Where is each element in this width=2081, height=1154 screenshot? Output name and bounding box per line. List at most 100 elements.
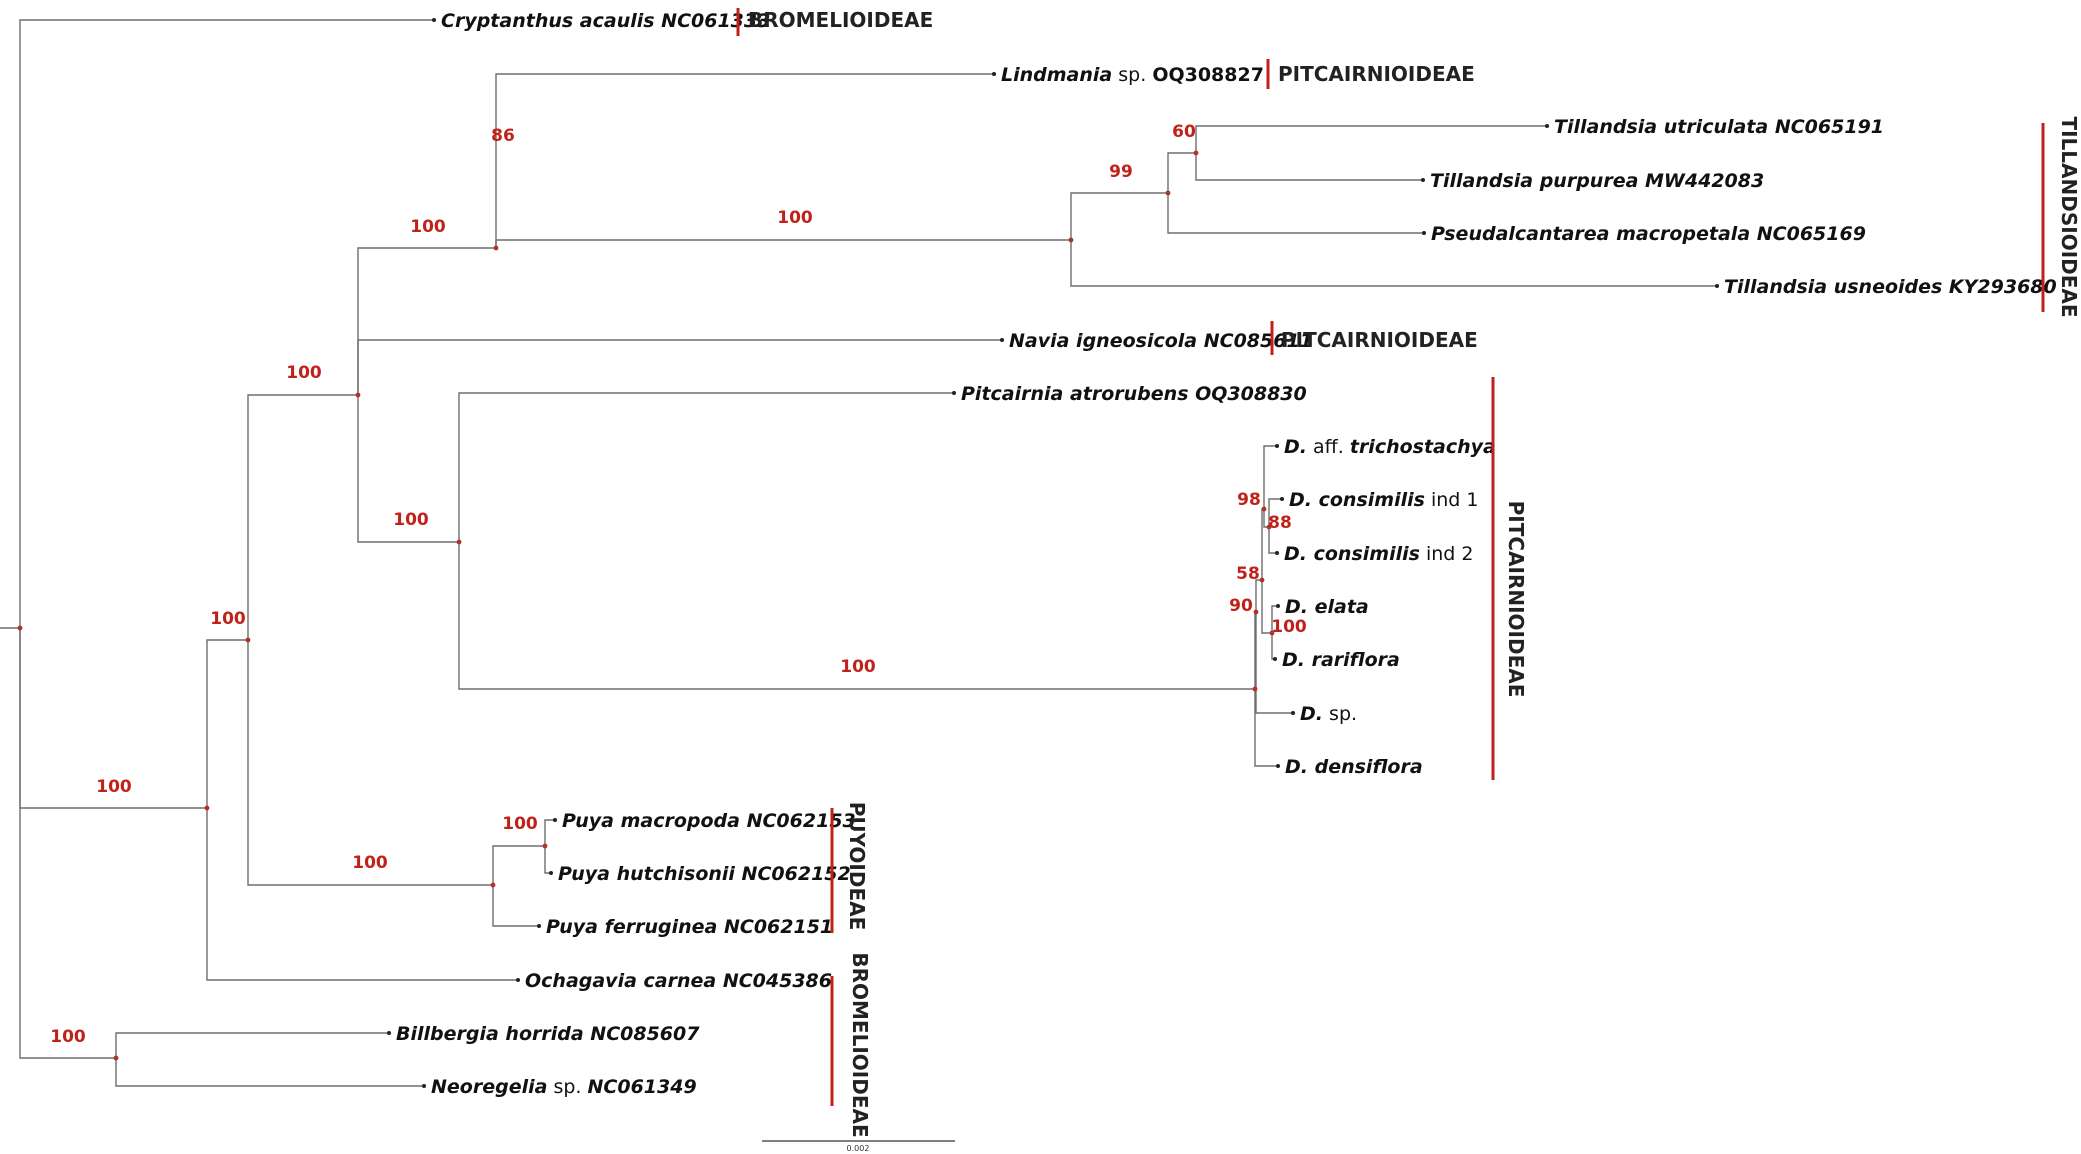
branch-t_neor [115,1058,424,1087]
taxon-phut: Puya hutchisonii NC062152 [558,863,851,885]
branch-t_crypt [19,19,434,628]
subfamily-labels: BROMELIOIDEAEPITCAIRNIOIDEAETILLANDSIOID… [736,8,2081,1138]
branch-t_phut [544,846,551,874]
taxon-text: Tillandsia purpurea MW442083 [1430,170,1764,192]
support-main: 100 [96,777,132,797]
branch-t_dsp [1255,612,1293,714]
support-n86: 86 [491,126,515,146]
branch-brom [19,628,116,1059]
branch-n60 [1167,152,1196,193]
taxon-bill: Billbergia horrida NC085607 [396,1023,700,1045]
branch-t_pseu [1167,193,1424,234]
branches [0,19,1717,1087]
taxon-drar: D. rariflora [1282,649,1400,671]
node-dot-tillstem [1068,237,1074,243]
subfamily-label-puya: PUYOIDEAE [845,802,869,931]
tip-dot-t_pmac [553,818,557,822]
support-d58: 58 [1236,564,1260,584]
branch-t_tusn [1070,240,1717,287]
node-dot-pitc [456,539,462,545]
taxon-text: Billbergia horrida NC085607 [396,1023,700,1045]
tip-dot-t_crypt [432,18,436,22]
taxon-text: OQ308827 [1152,64,1264,86]
support-dstem: 100 [840,657,876,677]
branch-t_dtri [1263,445,1277,509]
tip-dot-t_tutr [1545,124,1549,128]
taxon-text: D. consimilis [1284,543,1420,565]
subfamily-label-till: TILLANDSIOIDEAE [2057,116,2081,317]
support-n60: 60 [1172,122,1196,142]
subfamily-label-brom1: BROMELIOIDEAE [748,8,933,32]
support-upper: 100 [410,217,446,237]
tip-dot-t_dsp [1291,711,1295,715]
taxon-dsp: D. sp. [1300,703,1357,725]
taxon-text: Ochagavia carnea NC045386 [525,970,832,992]
scale-bar: 0.002 [762,1140,955,1153]
taxon-pseu: Pseudalcantarea macropetala NC065169 [1431,223,1866,245]
taxon-text: D. consimilis [1289,489,1425,511]
taxon-dden: D. densiflora [1285,756,1423,778]
branch-t_dcon2 [1268,527,1277,554]
taxon-text: sp. [1323,703,1357,725]
taxon-text: D. [1284,436,1307,458]
tip-dot-t_lind [992,72,996,76]
branch-t_pmac [544,819,555,846]
branch-t_dden [1254,689,1278,767]
node-dot-d90 [1253,609,1259,615]
support-nobrom: 100 [210,609,246,629]
taxon-text: Neoregelia [431,1076,547,1098]
taxon-text: Puya ferruginea NC062151 [546,916,833,938]
tip-dot-t_dden [1276,764,1280,768]
branch-pitc [357,395,459,543]
taxon-text: Puya macropoda NC062153 [562,810,856,832]
branch-n99 [1070,192,1168,240]
taxon-text: Tillandsia utriculata NC065191 [1554,116,1884,138]
taxon-text: Navia igneosicola NC085611 [1009,330,1313,352]
support-d90: 90 [1229,596,1253,616]
taxon-pfer: Puya ferruginea NC062151 [546,916,833,938]
tip-dot-t_tusn [1715,284,1719,288]
branch-tillstem [495,239,1071,248]
taxon-text: D. densiflora [1285,756,1423,778]
taxon-dcon2: D. consimilis ind 2 [1284,543,1473,565]
taxon-delata: D. elata [1285,596,1369,618]
tip-dot-t_dcon2 [1275,551,1279,555]
scale-bar-label: 0.002 [847,1144,870,1153]
branch-dstem [458,542,1255,690]
tip-dot-t_pitc [952,391,956,395]
support-tillstem: 100 [777,208,813,228]
node-dot-d58 [1259,577,1265,583]
tip-dot-t_bill [387,1031,391,1035]
taxon-pitc: Pitcairnia atrorubens OQ308830 [961,383,1307,405]
node-dot-nobrom [204,805,210,811]
node-dot-d88 [1266,524,1272,530]
taxon-text: Pitcairnia atrorubens OQ308830 [961,383,1307,405]
branch-n86 [357,247,496,395]
support-d100: 100 [1271,617,1307,637]
node-dot-d100 [1269,630,1275,636]
branch-d58 [1255,579,1262,612]
node-dot-puya2 [542,843,548,849]
node-dot-d98 [1261,506,1267,512]
taxon-text: aff. [1307,436,1350,458]
node-dot-root [17,625,23,631]
taxon-text: NC061349 [588,1076,697,1098]
taxon-text: D. elata [1285,596,1369,618]
branch-upper [247,394,358,640]
taxon-text: sp. [547,1076,587,1098]
support-puya2: 100 [502,814,538,834]
node-dot-puya [490,882,496,888]
taxon-crypt: Cryptanthus acaulis NC061333 [441,10,770,32]
node-dot-brom [113,1055,119,1061]
branch-nobrom [19,628,207,809]
support-big: 100 [286,363,322,383]
support-brom: 100 [50,1027,86,1047]
branch-d100 [1261,580,1272,634]
taxon-text: ind 1 [1425,489,1479,511]
branch-t_bill [115,1032,389,1058]
taxon-text: Cryptanthus acaulis NC061333 [441,10,770,32]
taxon-text: Puya hutchisonii NC062152 [558,863,851,885]
support-n99: 99 [1109,162,1133,182]
